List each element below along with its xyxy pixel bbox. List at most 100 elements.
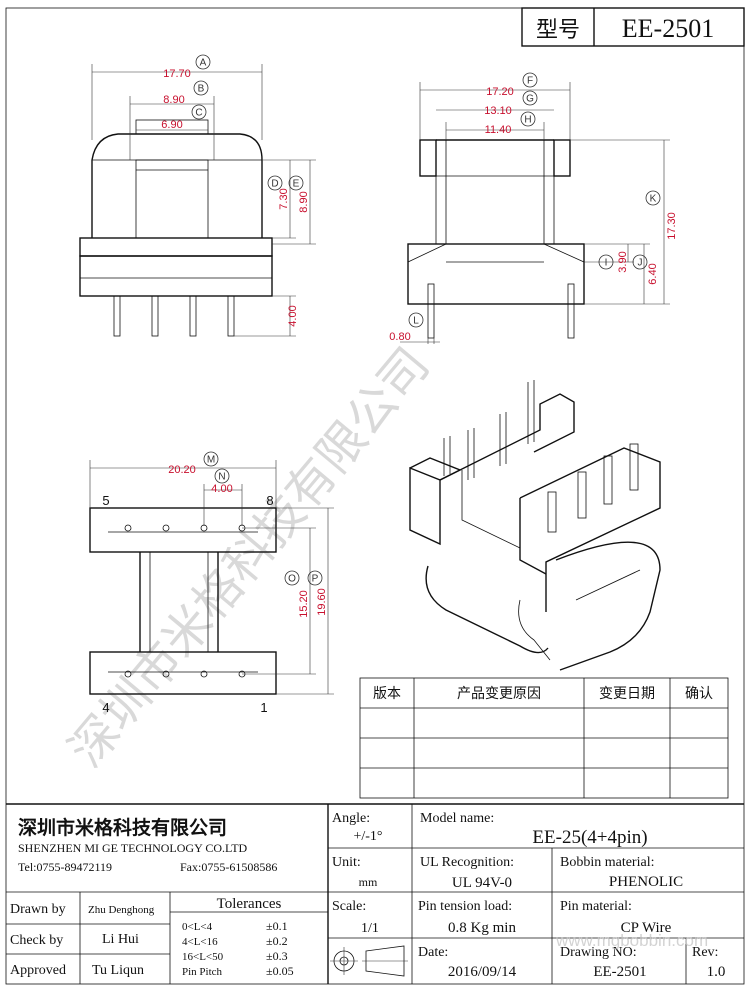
ul-recognition-value: UL 94V-0 <box>452 875 512 891</box>
tolerance-value-1: ±0.1 <box>266 919 288 933</box>
check-by-label: Check by <box>10 933 63 948</box>
dimension-marker-p: P <box>307 570 323 586</box>
header-box: 型号 EE-2501 <box>521 7 745 47</box>
pin-material-label: Pin material: <box>560 899 632 914</box>
dim-k-value: 17.30 <box>666 212 678 240</box>
dimension-marker-c: C <box>191 104 207 120</box>
drawing-no-value: EE-2501 <box>593 964 646 980</box>
bottom-view <box>89 460 334 695</box>
model-name-value: EE-25(4+4pin) <box>532 827 647 848</box>
dimension-marker-letter: M <box>207 455 215 466</box>
company-tel: Tel:0755-89472119 <box>18 860 112 874</box>
pin-material-value: CP Wire <box>621 920 672 936</box>
dim-o-value: 15.20 <box>298 590 310 618</box>
tolerances-label: Tolerances <box>217 896 282 912</box>
dimension-marker-letter: F <box>527 76 533 87</box>
pin-number-1: 1 <box>260 700 267 715</box>
pin-tension-label: Pin tension load: <box>418 899 512 914</box>
bobbin-material-value: PHENOLIC <box>609 874 683 890</box>
dim-l-value: 0.80 <box>389 331 410 343</box>
pin-number-8: 8 <box>266 493 273 508</box>
tolerance-range-4: Pin Pitch <box>182 966 223 978</box>
dim-c-value: 6.90 <box>161 119 182 131</box>
dim-f-value: 17.20 <box>486 86 514 98</box>
tolerance-range-2: 4<L<16 <box>182 936 218 948</box>
date-value: 2016/09/14 <box>448 964 517 980</box>
dimension-marker-i: I <box>598 254 614 270</box>
title-block-grid <box>6 803 744 984</box>
scale-label: Scale: <box>332 899 366 914</box>
drawn-by-label: Drawn by <box>10 902 66 917</box>
dimension-marker-j: J <box>632 254 648 270</box>
dimension-marker-a: A <box>195 54 211 70</box>
pin-number-5: 5 <box>102 493 109 508</box>
dimension-marker-m: M <box>203 451 219 467</box>
tolerance-value-2: ±0.2 <box>266 934 288 948</box>
dimension-marker-letter: L <box>413 316 419 327</box>
date-label: Date: <box>418 945 448 960</box>
dimension-marker-h: H <box>520 111 536 127</box>
dim-g-value: 13.10 <box>484 105 512 117</box>
dim-d-value: 7.30 <box>278 188 290 209</box>
tolerance-value-4: ±0.05 <box>266 964 294 978</box>
bobbin-material-label: Bobbin material: <box>560 855 654 870</box>
dim-e-value: 8.90 <box>298 191 310 212</box>
dim-m-value: 20.20 <box>168 464 196 476</box>
front-view <box>79 64 316 337</box>
dimension-marker-letter: D <box>271 179 278 190</box>
dimension-marker-letter: A <box>200 58 207 69</box>
dimension-marker-d: D <box>267 175 283 191</box>
dimension-marker-letter: N <box>218 472 225 483</box>
dimension-marker-letter: J <box>638 258 643 269</box>
dimension-marker-e: E <box>288 175 304 191</box>
drawing-no-label: Drawing NO: <box>560 945 637 960</box>
dimension-marker-letter: H <box>524 115 531 126</box>
angle-value: +/-1° <box>353 829 382 844</box>
dimension-marker-g: G <box>522 90 538 106</box>
dim-h-value: 11.40 <box>485 124 512 136</box>
dim-n-value: 4.00 <box>211 483 232 495</box>
company-name-en: SHENZHEN MI GE TECHNOLOGY CO.LTD <box>18 841 248 855</box>
side-view <box>400 82 670 344</box>
scale-value: 1/1 <box>361 921 379 936</box>
company-name-cn: 深圳市米格科技有限公司 <box>18 816 227 839</box>
tolerance-range-3: 16<L<50 <box>182 951 224 963</box>
dimension-marker-letter: K <box>650 194 657 205</box>
dimension-marker-n: N <box>214 468 230 484</box>
rev-label: Rev: <box>692 945 718 960</box>
unit-label: Unit: <box>332 855 361 870</box>
pin-tension-value: 0.8 Kg min <box>448 920 516 936</box>
company-watermark: 深圳市米格科技有限公司 <box>58 337 440 777</box>
dimension-marker-f: F <box>522 72 538 88</box>
drawing-border <box>5 7 745 985</box>
dimension-marker-letter: I <box>605 258 608 269</box>
dim-pin-length-value: 4.00 <box>287 305 299 326</box>
dim-i-value: 3.90 <box>617 251 629 272</box>
model-name-label: Model name: <box>420 811 494 826</box>
rev-value: 1.0 <box>707 964 726 980</box>
rev-header-confirm: 确认 <box>685 686 713 702</box>
approved-label: Approved <box>10 963 66 978</box>
dimension-marker-b: B <box>193 80 209 96</box>
approved-value: Tu Liqun <box>92 963 144 978</box>
rev-header-reason: 产品变更原因 <box>457 686 541 702</box>
rev-header-date: 变更日期 <box>599 686 655 702</box>
dim-a-value: 17.70 <box>163 68 191 80</box>
dimension-marker-letter: P <box>312 574 319 585</box>
dimension-marker-k: K <box>645 190 661 206</box>
dimension-marker-o: O <box>284 570 300 586</box>
ul-recognition-label: UL Recognition: <box>420 855 514 870</box>
projection-symbol-icon <box>330 945 408 977</box>
drawn-by-value: Zhu Denghong <box>88 904 155 916</box>
type-label: 型号 <box>536 17 580 42</box>
dimension-marker-letter: G <box>526 94 534 105</box>
revision-table <box>359 677 729 799</box>
dimension-marker-letter: C <box>195 108 202 119</box>
dim-j-value: 6.40 <box>647 263 659 284</box>
rev-header-version: 版本 <box>373 686 401 702</box>
unit-value: mm <box>359 875 378 889</box>
pin-number-4: 4 <box>102 700 109 715</box>
angle-label: Angle: <box>332 811 370 826</box>
tolerance-value-3: ±0.3 <box>266 949 288 963</box>
